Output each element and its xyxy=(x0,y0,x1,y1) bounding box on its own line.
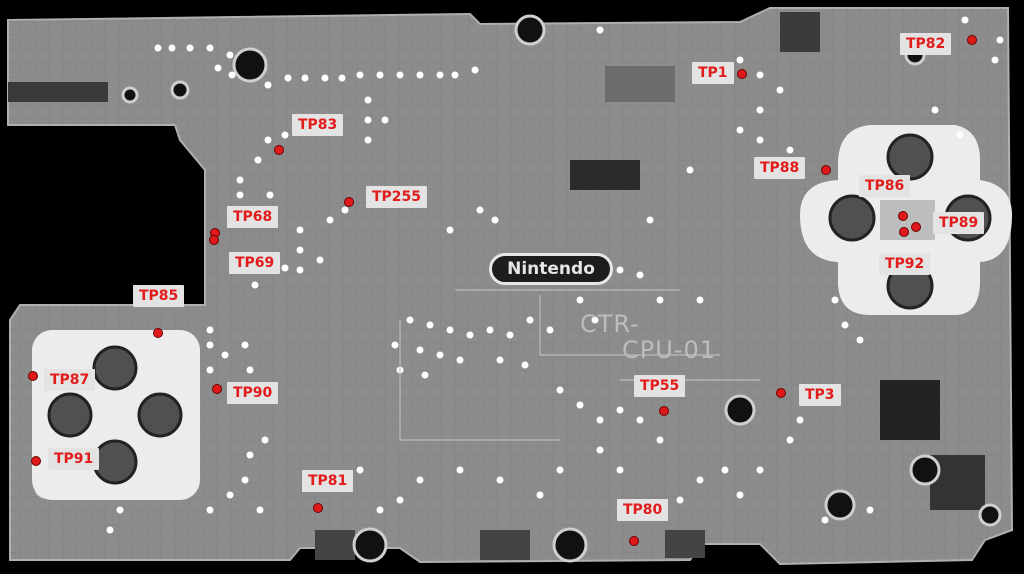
tp-marker-tp80 xyxy=(630,537,638,545)
left-button-contacts xyxy=(32,330,200,500)
tp-label-tp81: TP81 xyxy=(302,470,354,492)
tp-label-tp255: TP255 xyxy=(366,186,428,208)
board-traces xyxy=(8,8,1012,564)
tp-marker-tp87 xyxy=(29,372,37,380)
tp-label-tp1: TP1 xyxy=(692,62,734,84)
test-pads xyxy=(106,16,1004,534)
tp-marker-tp1 xyxy=(738,70,746,78)
tp-marker-tp255 xyxy=(345,198,353,206)
tp-label-tp68: TP68 xyxy=(227,206,279,228)
flex-connector xyxy=(8,82,108,102)
connector xyxy=(315,530,355,560)
tp-marker-tp68 xyxy=(211,229,219,237)
chip xyxy=(570,160,640,190)
tp-label-tp3: TP3 xyxy=(799,384,841,406)
tp-label-tp91: TP91 xyxy=(48,448,100,470)
right-button-contacts xyxy=(800,125,1012,315)
tp-marker-tp91 xyxy=(32,457,40,465)
tp-marker-tp90 xyxy=(213,385,221,393)
tp-label-tp85: TP85 xyxy=(133,285,185,307)
tp-label-tp88: TP88 xyxy=(754,157,806,179)
tp-marker-tp3 xyxy=(777,389,785,397)
tp-marker-tp69 xyxy=(210,236,218,244)
tp-marker-tp82 xyxy=(968,36,976,44)
tp-marker-tp88 xyxy=(822,166,830,174)
tp-label-tp90: TP90 xyxy=(227,382,279,404)
board-model-text: CTR- xyxy=(580,310,640,338)
chip xyxy=(880,380,940,440)
tp-marker-tp55 xyxy=(660,407,668,415)
tp-marker-tp86 xyxy=(899,212,907,220)
tp-marker-tp85 xyxy=(154,329,162,337)
tp-label-tp80: TP80 xyxy=(617,499,669,521)
tp-marker-tp83 xyxy=(275,146,283,154)
nintendo-logo: Nintendo xyxy=(489,253,613,285)
tp-label-tp86: TP86 xyxy=(859,175,911,197)
tp-marker-tp81 xyxy=(314,504,322,512)
tp-label-tp55: TP55 xyxy=(634,375,686,397)
chip xyxy=(780,12,820,52)
connector xyxy=(480,530,530,560)
connector xyxy=(665,530,705,558)
tp-label-tp92: TP92 xyxy=(879,253,931,275)
tp-label-tp83: TP83 xyxy=(292,114,344,136)
tp-marker-tp89 xyxy=(912,223,920,231)
tp-label-tp82: TP82 xyxy=(900,33,952,55)
mounting-holes xyxy=(34,14,1002,563)
silkscreen-traces xyxy=(399,289,760,441)
board-part-text: CPU-01 xyxy=(622,336,716,364)
tp-marker-tp92 xyxy=(900,228,908,236)
tp-label-tp69: TP69 xyxy=(229,252,281,274)
tp-label-tp87: TP87 xyxy=(44,369,96,391)
tp-label-tp89: TP89 xyxy=(933,212,985,234)
chip xyxy=(605,66,675,102)
